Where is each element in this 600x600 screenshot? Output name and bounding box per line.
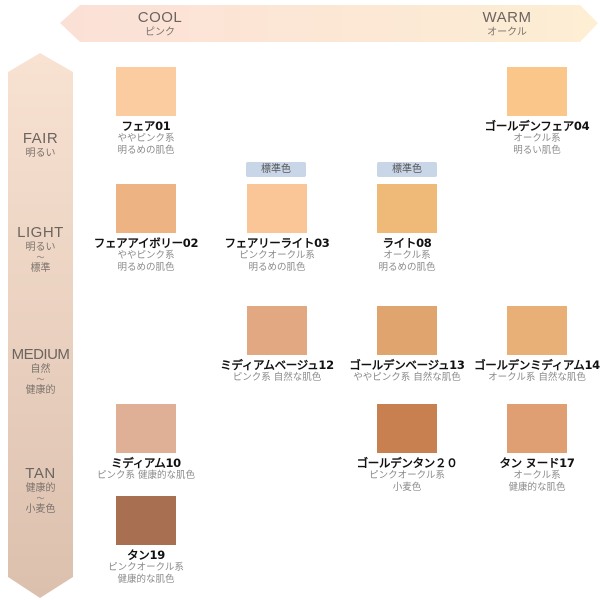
shade-desc: ややピンク系 自然な肌色 — [353, 372, 461, 383]
shade-tan-nude17[interactable]: タン ヌード17 オークル系 健康的な肌色 — [472, 404, 600, 494]
shade-fairy-light03[interactable]: フェアリーライト03 ピンクオークル系 明るめの肌色 — [212, 184, 342, 274]
row-label-tan: TAN 健康的 〜 小麦色 — [25, 465, 56, 515]
color-swatch — [116, 404, 176, 453]
shade-desc: ピンクオークル系 — [369, 470, 445, 481]
shade-name: ゴールデンミディアム14 — [474, 358, 600, 372]
color-swatch — [247, 306, 307, 355]
warm-label-jp: オークル — [487, 27, 527, 38]
shade-golden-medium14[interactable]: ゴールデンミディアム14 オークル系 自然な肌色 — [472, 306, 600, 384]
shade-fair-ivory02[interactable]: フェアアイボリー02 ややピンク系 明るめの肌色 — [81, 184, 211, 274]
shade-name: ライト08 — [382, 236, 432, 250]
color-swatch — [116, 496, 176, 545]
shade-name: タン ヌード17 — [499, 456, 575, 470]
shade-name: ゴールデンフェア04 — [484, 119, 590, 133]
shade-golden-tan20[interactable]: ゴールデンタン２０ ピンクオークル系 小麦色 — [342, 404, 472, 494]
shade-golden-beige13[interactable]: ゴールデンベージュ13 ややピンク系 自然な肌色 — [342, 306, 472, 384]
standard-color-badge: 標準色 — [246, 162, 306, 177]
fair-tan-arrow — [8, 53, 73, 598]
shade-name: フェアリーライト03 — [224, 236, 330, 250]
row-label-light: LIGHT 明るい 〜 標準 — [17, 224, 64, 274]
shade-desc: ピンク系 健康的な肌色 — [96, 470, 196, 481]
cool-warm-arrow — [60, 5, 598, 42]
shade-desc: 明るい肌色 — [513, 145, 561, 156]
shade-desc: 明るめの肌色 — [248, 262, 306, 273]
color-swatch — [377, 404, 437, 453]
color-swatch — [507, 67, 567, 116]
color-swatch — [116, 184, 176, 233]
standard-color-badge: 標準色 — [377, 162, 437, 177]
shade-name: ゴールデンタン２０ — [356, 456, 458, 470]
shade-name: フェア01 — [121, 119, 171, 133]
shade-fair01[interactable]: フェア01 ややピンク系 明るめの肌色 — [81, 67, 211, 157]
color-swatch — [507, 404, 567, 453]
shade-desc: 明るめの肌色 — [117, 262, 175, 273]
shade-desc: オークル系 — [513, 470, 561, 481]
shade-medium-beige12[interactable]: ミディアムベージュ12 ピンク系 自然な肌色 — [212, 306, 342, 384]
shade-desc: 明るめの肌色 — [117, 145, 175, 156]
shade-desc: 健康的な肌色 — [117, 574, 175, 585]
shade-desc: ピンク系 自然な肌色 — [232, 372, 322, 383]
shade-name: ミディアム10 — [111, 456, 181, 470]
row-label-fair: FAIR 明るい — [22, 130, 59, 159]
color-swatch — [377, 306, 437, 355]
row-label-medium: MEDIUM 自然 〜 健康的 — [11, 346, 70, 396]
cool-label-jp: ピンク — [145, 27, 175, 38]
shade-desc: 明るめの肌色 — [378, 262, 436, 273]
color-swatch — [507, 306, 567, 355]
shade-name: タン19 — [127, 548, 165, 562]
shade-light08[interactable]: ライト08 オークル系 明るめの肌色 — [342, 184, 472, 274]
shade-desc: オークル系 — [513, 133, 561, 144]
cool-label: COOL ピンク — [120, 9, 200, 39]
color-swatch — [377, 184, 437, 233]
color-swatch — [116, 67, 176, 116]
shade-desc: 健康的な肌色 — [508, 482, 566, 493]
shade-desc: オークル系 — [383, 250, 431, 261]
shade-tan19[interactable]: タン19 ピンクオークル系 健康的な肌色 — [81, 496, 211, 586]
shade-name: ミディアムベージュ12 — [220, 358, 334, 372]
warm-label-en: WARM — [482, 9, 532, 26]
shade-golden-fair04[interactable]: ゴールデンフェア04 オークル系 明るい肌色 — [472, 67, 600, 157]
shade-name: ゴールデンベージュ13 — [349, 358, 465, 372]
shade-desc: 小麦色 — [392, 482, 422, 493]
warm-label: WARM オークル — [467, 9, 547, 39]
shade-name: フェアアイボリー02 — [93, 236, 199, 250]
shade-desc: ややピンク系 — [117, 133, 175, 144]
cool-label-en: COOL — [137, 9, 183, 26]
shade-desc: ピンクオークル系 — [108, 562, 184, 573]
shade-medium10[interactable]: ミディアム10 ピンク系 健康的な肌色 — [81, 404, 211, 482]
shade-desc: ややピンク系 — [117, 250, 175, 261]
shade-desc: ピンクオークル系 — [239, 250, 315, 261]
color-swatch — [247, 184, 307, 233]
shade-desc: オークル系 自然な肌色 — [488, 372, 586, 383]
